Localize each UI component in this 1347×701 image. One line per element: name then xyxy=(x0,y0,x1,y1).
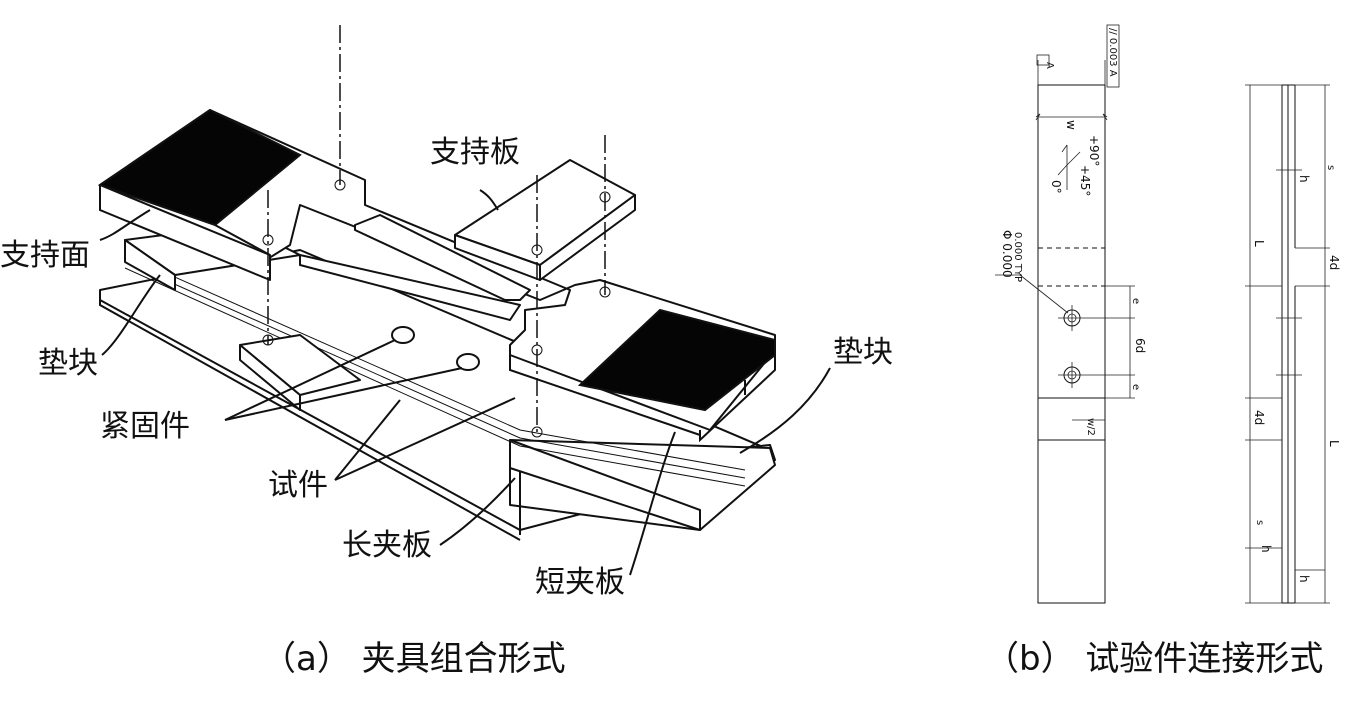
bolt-axis-lines xyxy=(267,25,606,435)
label-h-bottom-2: h xyxy=(1297,575,1311,583)
label-hole-tol: 0.000 TYP xyxy=(1012,232,1023,282)
caption-a: （a） 夹具组合形式 xyxy=(262,639,566,679)
leader-lines xyxy=(99,189,831,576)
label-s-top: s xyxy=(1325,165,1336,170)
support-surface-black-right xyxy=(577,308,776,412)
label-plus90: +90° xyxy=(1087,135,1101,166)
fastener-icon xyxy=(456,353,480,371)
label-fastener: 紧固件 xyxy=(100,409,190,444)
caption-b: （b） 试验件连接形式 xyxy=(985,639,1323,679)
label-6d: 6d xyxy=(1133,338,1147,353)
label-long-clamp: 长夹板 xyxy=(342,528,432,563)
label-h-top: h xyxy=(1297,175,1311,183)
specimen-strip xyxy=(124,254,746,487)
label-specimen: 试件 xyxy=(268,468,328,503)
specimen-side-view: L 4d s h s h 4d L h xyxy=(1245,84,1341,604)
specimen-hole-bottom xyxy=(1058,362,1086,388)
label-4d-top: 4d xyxy=(1327,255,1341,270)
fiber-direction-icon xyxy=(1057,144,1081,190)
datum-label: A xyxy=(1044,62,1055,69)
label-s-bottom: s xyxy=(1254,520,1265,525)
short-clamp-plate xyxy=(239,334,361,411)
label-support-surface: 支持面 xyxy=(0,238,90,273)
label-plus45: +45° xyxy=(1078,165,1092,196)
support-plate-block xyxy=(454,159,636,281)
fastener-icon xyxy=(391,326,415,344)
label-h-bottom-1: h xyxy=(1259,545,1273,553)
label-support-plate: 支持板 xyxy=(430,135,520,170)
label-4d-bottom: 4d xyxy=(1252,410,1266,425)
label-w-half: w/2 xyxy=(1085,418,1096,436)
specimen-drawing: A // 0.003 A w +90° +45° 0° xyxy=(985,24,1341,679)
parallelism-label: // 0.003 A xyxy=(1107,28,1118,77)
label-L-top: L xyxy=(1252,240,1266,247)
specimen-hole-top xyxy=(1058,305,1086,331)
label-short-clamp: 短夹板 xyxy=(535,565,625,600)
label-hole-dia: Φ 0.000 xyxy=(1000,230,1014,278)
label-pad-right: 垫块 xyxy=(833,335,893,370)
label-e-top: e xyxy=(1130,298,1141,304)
label-L-bottom: L xyxy=(1327,440,1341,447)
support-surface-black-left xyxy=(97,108,302,227)
label-zero: 0° xyxy=(1049,180,1063,194)
label-w: w xyxy=(1064,120,1078,130)
fixture-assembly-diagram: 支持板 支持面 垫块 垫块 紧固件 试件 长夹板 短夹板 （a） 夹具组合形式 xyxy=(0,25,893,679)
label-e-bottom: e xyxy=(1130,384,1141,390)
label-pad-left: 垫块 xyxy=(38,346,98,381)
specimen-front-view: A // 0.003 A w +90° +45° 0° xyxy=(995,24,1147,604)
